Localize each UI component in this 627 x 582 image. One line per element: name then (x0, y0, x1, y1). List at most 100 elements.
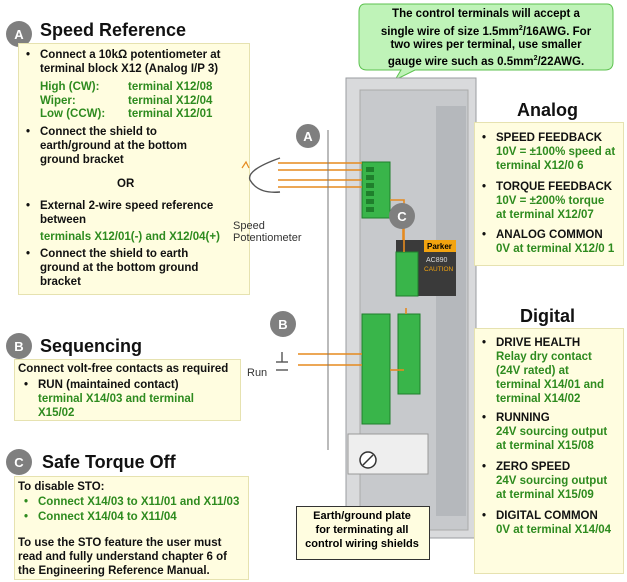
analog-title: Analog (517, 100, 578, 120)
diagram-callout-c: C (389, 203, 415, 229)
digital-item-3-green1: 24V sourcing output (496, 475, 608, 487)
digital-item-4-title: DIGITAL COMMON (496, 510, 598, 522)
speed-bullet-1: Connect a 10kΩ potentiometer at terminal… (26, 48, 221, 76)
run-label: Run (247, 367, 268, 379)
sequencing-bullet-1-green2: X15/02 (38, 407, 75, 419)
low-value: terminal X12/01 (128, 108, 213, 120)
wire-note-line2a: single wire of size 1.5mm (380, 25, 519, 38)
wiper-value: terminal X12/04 (128, 95, 213, 107)
wire-size-note: The control terminals will accept a sing… (362, 8, 610, 70)
sto-bullet-1: Connect X14/03 to X11/01 and X11/03 (24, 495, 239, 509)
digital-item-2-green1: 24V sourcing output (496, 426, 608, 438)
sto-note-line3: the Engineering Reference Manual. (18, 565, 210, 577)
terminal-block-x14 (361, 313, 391, 425)
digital-item-1-green1: Relay dry contact (496, 351, 592, 363)
low-label: Low (CCW): (40, 108, 106, 120)
speed-bullet-4: Connect the shield to earth ground at th… (26, 247, 199, 289)
speed-potentiometer-label: Speed Potentiometer (233, 220, 301, 244)
wire-note-line4: gauge wire such as 0.5mm2/22AWG. (362, 52, 610, 69)
diagram-callout-b: B (270, 311, 296, 337)
sequencing-title: Sequencing (40, 336, 143, 356)
wire-note-line3: two wires per terminal, use smaller (390, 38, 582, 51)
parker-brand: Parker (427, 242, 452, 251)
parker-brand-strip (424, 240, 456, 252)
analog-item-1-title: SPEED FEEDBACK (496, 132, 603, 144)
wire-note-line2: single wire of size 1.5mm2/16AWG. For (362, 22, 610, 39)
wire-note-line2b: /16AWG. For (522, 25, 592, 38)
or-divider: OR (117, 178, 135, 190)
speed-bullet-1-line2: terminal block X12 (Analog I/P 3) (40, 63, 219, 75)
high-label: High (CW): (40, 81, 100, 93)
sto-intro: To disable STO: (18, 481, 105, 493)
wire-size-callout (358, 3, 614, 80)
earth-note-line2: for terminating all (315, 524, 409, 536)
sequencing-bullet-1-green1: terminal X14/03 and terminal (38, 393, 194, 405)
digital-item-3-title: ZERO SPEED (496, 461, 571, 473)
sto-panel (14, 476, 249, 580)
analog-item-2-green1: 10V = ±200% torque (496, 195, 605, 207)
high-value: terminal X12/08 (128, 81, 213, 93)
speed-bullet-3-line3: terminals X12/01(-) and X12/04(+) (40, 231, 220, 243)
drive-side-rail (436, 106, 466, 516)
sto-title: Safe Torque Off (42, 452, 176, 472)
analog-item-1-green1: 10V = ±100% speed at (496, 146, 616, 158)
diagram-callout-a: A (296, 124, 320, 148)
digital-item-1-green3: terminal X14/01 and (496, 379, 605, 391)
speed-bullet-3: External 2-wire speed reference between … (26, 199, 220, 244)
sequencing-intro: Connect volt-free contacts as required (18, 363, 229, 375)
terminal-block-x11 (395, 251, 419, 297)
digital-item-1-green4: terminal X14/02 (496, 393, 581, 405)
wiper-label: Wiper: (40, 95, 76, 107)
analog-item-2: TORQUE FEEDBACK 10V = ±200% torque at te… (482, 180, 613, 222)
potentiometer-symbol (248, 157, 281, 193)
speed-reference-title: Speed Reference (40, 20, 187, 40)
badge-c: C (6, 449, 32, 475)
digital-item-3-green2: at terminal X15/09 (496, 489, 594, 501)
digital-item-2-green2: at terminal X15/08 (496, 440, 594, 452)
speed-bullet-3-line2: between (40, 214, 87, 226)
analog-item-2-title: TORQUE FEEDBACK (496, 181, 613, 193)
speed-bullet-2-line3: ground bracket (40, 154, 124, 166)
speed-bullet-2-line2: earth/ground at the bottom (40, 140, 187, 152)
terminal-block-x15 (397, 313, 421, 395)
drive-model: AC890 (426, 257, 448, 264)
sto-note: To use the STO feature the user must rea… (18, 536, 227, 578)
digital-item-1-green2: (24V rated) at (496, 365, 569, 377)
digital-item-4: DIGITAL COMMON 0V at terminal X14/04 (482, 509, 612, 537)
earth-note-line3: control wiring shields (305, 538, 419, 550)
wire-note-line4-sup: 2 (533, 55, 538, 63)
speed-label-line1: Speed (233, 220, 265, 232)
digital-item-1: DRIVE HEALTH Relay dry contact (24V rate… (482, 336, 605, 406)
wire-note-line1: The control terminals will accept a (392, 8, 580, 20)
speed-bullet-1-line1: Connect a 10kΩ potentiometer at (40, 49, 221, 61)
speed-bullet-3-line1: External 2-wire speed reference (40, 200, 214, 212)
sto-note-line2: read and fully understand chapter 6 of (18, 551, 227, 563)
sequencing-bullet-1-line1: RUN (maintained contact) (38, 379, 179, 391)
digital-item-2: RUNNING 24V sourcing output at terminal … (482, 411, 608, 453)
digital-item-2-title: RUNNING (496, 412, 550, 424)
digital-item-4-green1: 0V at terminal X14/04 (496, 524, 612, 536)
analog-item-1-green2: terminal X12/0 6 (496, 160, 584, 172)
speed-bullet-2: Connect the shield to earth/ground at th… (26, 125, 187, 167)
speed-label-line2: Potentiometer (233, 232, 302, 244)
sequencing-bullet-1: RUN (maintained contact) terminal X14/03… (24, 378, 194, 420)
sto-note-line1: To use the STO feature the user must (18, 537, 222, 549)
digital-item-1-title: DRIVE HEALTH (496, 337, 581, 349)
wire-note-line4a: gauge wire such as 0.5mm (387, 56, 534, 69)
wire-note-line2-sup: 2 (518, 24, 523, 32)
analog-item-3-green1: 0V at terminal X12/0 1 (496, 243, 615, 255)
earth-note-line1: Earth/ground plate (313, 510, 411, 522)
sto-bullet-2: Connect X14/04 to X11/04 (24, 510, 177, 524)
speed-bullet-4-line2: ground at the bottom ground (40, 262, 199, 274)
speed-bullet-4-line1: Connect the shield to earth (40, 248, 189, 260)
digital-item-3: ZERO SPEED 24V sourcing output at termin… (482, 460, 608, 502)
earth-plate-bracket (347, 433, 429, 475)
caution-label: CAUTION (424, 266, 454, 273)
badge-b: B (6, 333, 32, 359)
digital-title: Digital (520, 306, 576, 326)
analog-item-3-title: ANALOG COMMON (496, 229, 603, 241)
drive-diagram: Parker AC890 CAUTION (241, 77, 477, 539)
analog-item-2-green2: at terminal X12/07 (496, 209, 594, 221)
wire-note-line4b: /22AWG. (537, 56, 585, 69)
earth-note-box (296, 506, 430, 560)
